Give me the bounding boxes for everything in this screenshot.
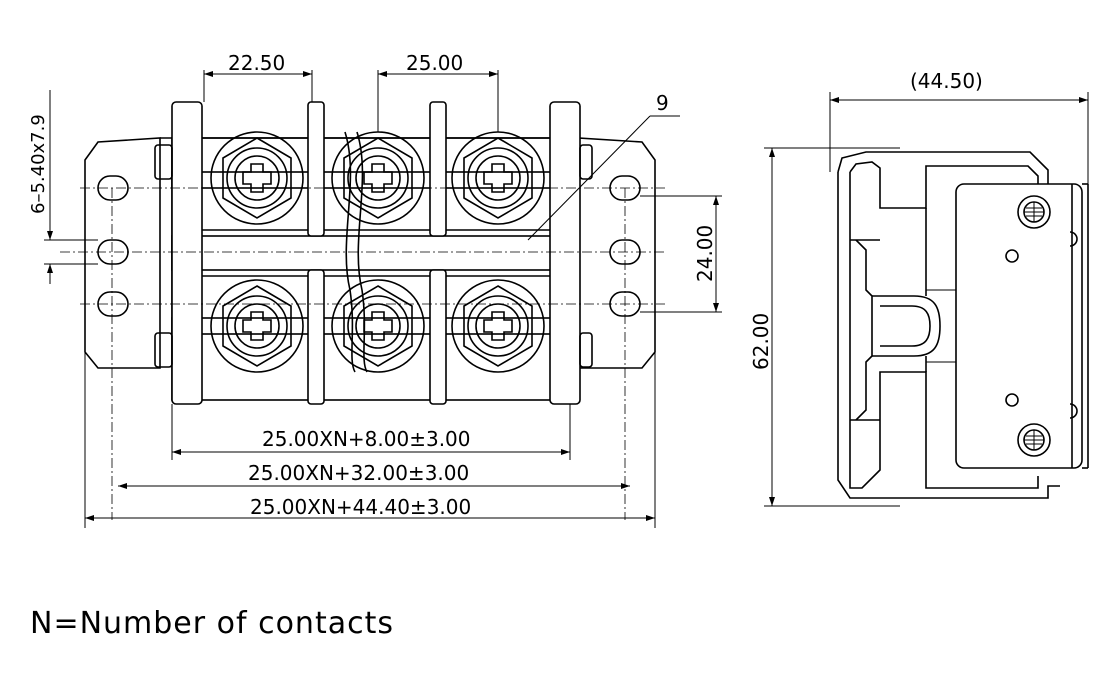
item-number-label: 9 <box>656 91 669 115</box>
dimension-length-mid: 25.00XN+32.00±3.00 <box>248 461 469 485</box>
terminal-top-3 <box>451 131 545 225</box>
dimension-length-overall: 25.00XN+44.40±3.00 <box>250 495 471 519</box>
footnote-contacts: N=Number of contacts <box>30 606 394 641</box>
screw-top <box>1017 195 1051 229</box>
dimension-height: 62.00 <box>749 313 773 370</box>
dimension-length-inner: 25.00XN+8.00±3.00 <box>262 427 471 451</box>
dimension-pitch-first: 22.50 <box>228 51 285 75</box>
terminal-bottom-2 <box>331 279 425 373</box>
dimension-pitch: 25.00 <box>406 51 463 75</box>
terminal-bottom-3 <box>451 279 545 373</box>
terminal-bottom-1 <box>210 279 304 373</box>
dimension-slot-spacing: 24.00 <box>693 225 717 282</box>
terminal-top-1 <box>210 131 304 225</box>
dimension-side-width: (44.50) <box>910 69 983 93</box>
screw-bottom <box>1017 423 1051 457</box>
dimension-lines-side <box>764 92 1089 507</box>
terminal-top-2 <box>331 131 425 225</box>
front-view <box>60 101 680 520</box>
mounting-slot-left <box>97 175 129 317</box>
dimension-mounting-slots: 6–5.40x7.9 <box>28 114 49 214</box>
dimension-lines-front <box>44 70 722 528</box>
side-view <box>837 151 1089 499</box>
